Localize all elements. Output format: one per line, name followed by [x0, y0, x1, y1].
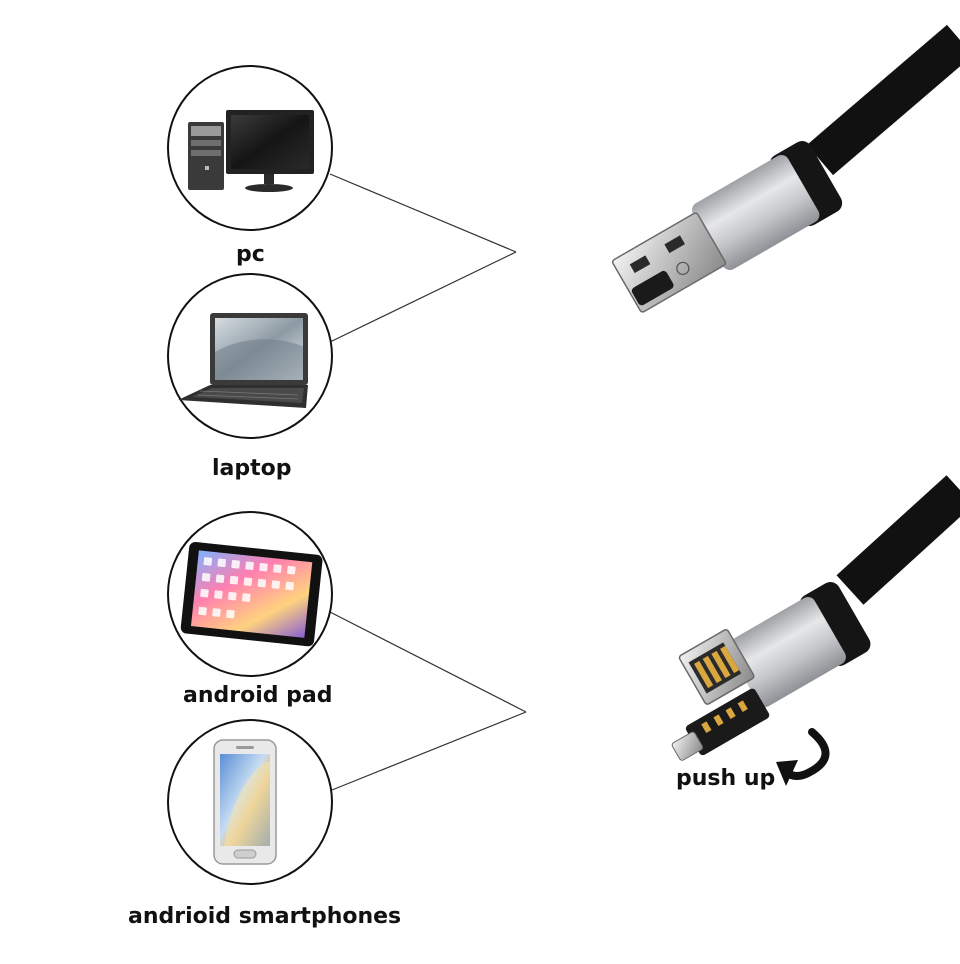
top-metal-housing: [691, 155, 820, 270]
bottom-strain-relief: [799, 582, 871, 666]
line-phone: [331, 711, 527, 791]
line-pad: [329, 611, 527, 713]
usb-a-with-micro-usb-connector: [611, 24, 960, 313]
line-laptop: [329, 251, 517, 343]
tablet-icon: [180, 541, 323, 647]
bottom-micro-usb-plug: [685, 688, 770, 756]
label-pc: pc: [236, 242, 265, 267]
label-push-up: push up: [676, 766, 776, 791]
desktop-computer-icon: [188, 110, 314, 192]
micro-usb-otg-connector: [671, 475, 960, 761]
line-pc: [329, 173, 517, 253]
connector-lines: [329, 173, 527, 791]
bottom-cable: [836, 475, 960, 605]
bottom-metal-housing: [727, 597, 846, 707]
top-cable: [806, 24, 960, 176]
label-android-pad: android pad: [183, 683, 333, 708]
laptop-icon: [178, 313, 308, 408]
label-android-smartphones: andrioid smartphones: [128, 904, 402, 929]
smartphone-icon: [213, 739, 277, 865]
label-laptop: laptop: [212, 456, 292, 481]
curved-arrow-icon: [776, 728, 830, 786]
